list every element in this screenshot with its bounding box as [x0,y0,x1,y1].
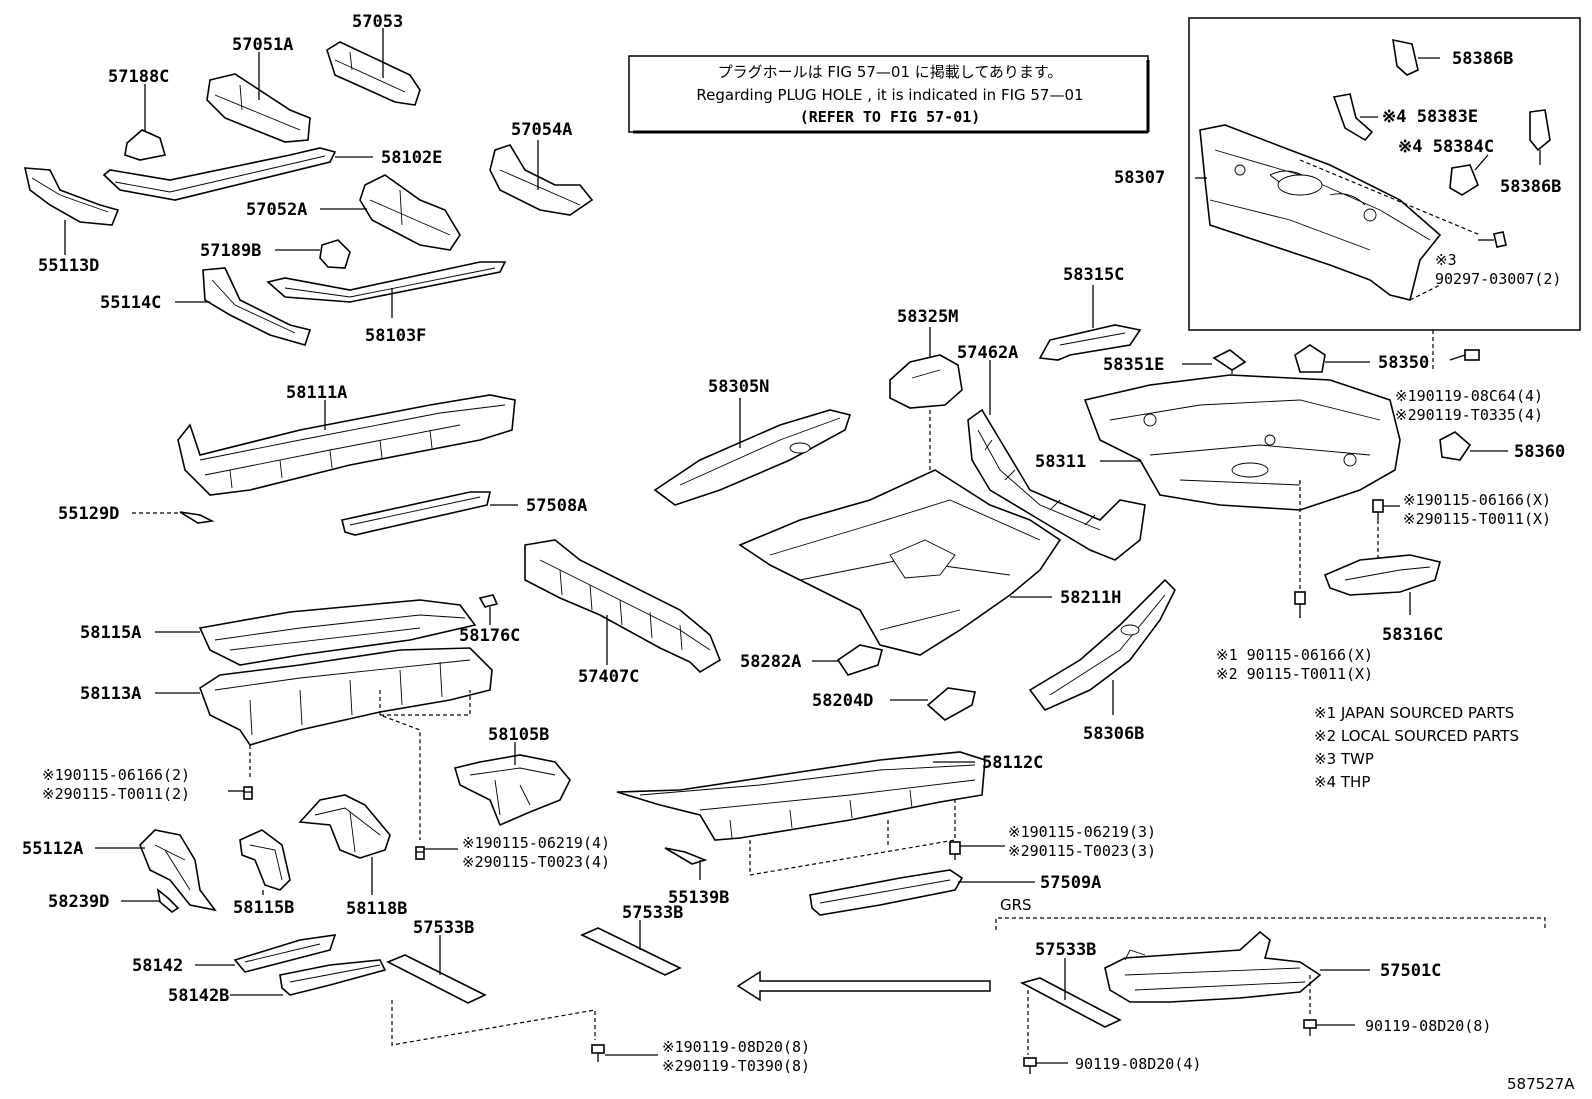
label-58316C: 58316C [1382,625,1443,645]
legend-2: ※2 LOCAL SOURCED PARTS [1314,727,1519,745]
label-55139B: 55139B [668,888,729,908]
bolt-icon [1303,1019,1317,1036]
fastener-f2b: ※290119-T0335(4) [1395,406,1543,424]
label-58386B-bottom: 58386B [1500,177,1561,197]
label-58360: 58360 [1514,442,1565,462]
fastener-f8a: ※190119-08D20(8) [662,1038,810,1056]
fastener-f6a: ※190115-06219(4) [462,834,610,852]
label-58384C: ※4 58384C [1398,137,1494,157]
center-floor-group: 58305N 58325M 57462A 58315C 58351E 58350 [616,265,1565,916]
label-58115B: 58115B [233,898,294,918]
fastener-f2a: ※190119-08C64(4) [1395,387,1543,405]
label-58386B-top: 58386B [1452,49,1513,69]
fastener-f3a: ※190115-06166(X) [1403,491,1551,509]
legend-3: ※3 TWP [1314,750,1374,768]
fastener-f10: 90119-08D20(8) [1365,1017,1491,1035]
label-58142B: 58142B [168,986,229,1006]
fastener-f5a: ※190115-06166(2) [42,766,190,784]
fastener-f4a: ※1 90115-06166(X) [1216,646,1373,664]
label-57054A: 57054A [511,120,572,140]
label-58350: 58350 [1378,353,1429,373]
bolt-icon [243,786,253,800]
bolt-icon [1372,499,1384,520]
label-57052A: 57052A [246,200,307,220]
legend-4: ※4 THP [1314,773,1370,791]
label-58211H: 58211H [1060,588,1121,608]
label-58305N: 58305N [708,377,769,397]
label-57053: 57053 [352,12,403,32]
label-58351E: 58351E [1103,355,1164,375]
label-58204D: 58204D [812,691,873,711]
label-55129D: 55129D [58,504,119,524]
label-58118B: 58118B [346,899,407,919]
notice-line3: (REFER TO FIG 57-01) [800,108,981,126]
fastener-f5b: ※290115-T0011(2) [42,785,190,803]
label-58311: 58311 [1035,452,1086,472]
label-58176C: 58176C [459,626,520,646]
front-floor-group: 58111A 55129D 57508A 58115A 58176C 58113… [22,383,810,1075]
label-58325M: 58325M [897,307,958,327]
notice-line1: プラグホールは FIG 57—01 に掲載してあります。 [718,63,1063,81]
label-57533B-left: 57533B [413,918,474,938]
label-55114C: 55114C [100,293,161,313]
fastener-f3b: ※290115-T0011(X) [1403,510,1551,528]
label-58383E: ※4 58383E [1382,107,1478,127]
notice-line2: Regarding PLUG HOLE , it is indicated in… [696,86,1083,104]
fastener-f4b: ※2 90115-T0011(X) [1216,665,1373,683]
legend-1: ※1 JAPAN SOURCED PARTS [1314,704,1514,722]
arrow-left-icon [736,970,991,1002]
label-58307: 58307 [1114,168,1165,188]
label-57189B: 57189B [200,241,261,261]
label-grs: GRS [1000,896,1032,914]
label-58112C: 58112C [982,753,1043,773]
fastener-f9: 90119-08D20(4) [1075,1055,1201,1073]
bolt-icon [1023,1057,1037,1074]
label-58282A: 58282A [740,652,801,672]
label-58111A: 58111A [286,383,347,403]
rear-panel-inset: 58386B ※4 58383E ※4 58384C 58386B 58307 … [1114,17,1581,331]
label-58306B: 58306B [1083,724,1144,744]
label-55112A: 55112A [22,839,83,859]
bolt-icon [415,846,425,860]
fastener-f1b: 90297-03007(2) [1435,270,1561,288]
bolt-icon [591,1044,605,1062]
label-58315C: 58315C [1063,265,1124,285]
label-58115A: 58115A [80,623,141,643]
label-57407C: 57407C [578,667,639,687]
footnote-legend: ※1 JAPAN SOURCED PARTS ※2 LOCAL SOURCED … [1314,704,1519,791]
bolt-icon [949,841,961,860]
bolt-icon [1294,591,1306,618]
label-57188C: 57188C [108,67,169,87]
label-55113D: 55113D [38,256,99,276]
label-58103F: 58103F [365,326,426,346]
label-57508A: 57508A [526,496,587,516]
grs-group: GRS 57533B 57501C 90119-08D20(4) 90119- [736,896,1546,1074]
label-58102E: 58102E [381,148,442,168]
label-58113A: 58113A [80,684,141,704]
fastener-f1a: ※3 [1435,251,1457,269]
label-57462A: 57462A [957,343,1018,363]
label-58105B: 58105B [488,725,549,745]
label-57533B-center: 57533B [622,903,683,923]
fastener-f6b: ※290115-T0023(4) [462,853,610,871]
label-57051A: 57051A [232,35,293,55]
label-57501C: 57501C [1380,961,1441,981]
label-58142: 58142 [132,956,183,976]
label-57533B-right: 57533B [1035,940,1096,960]
bolt-icon [1449,349,1480,361]
crossmember-group: 57053 57051A 57188C 58102E 57054A 57052A… [23,12,594,346]
fastener-f8b: ※290119-T0390(8) [662,1057,810,1075]
label-58239D: 58239D [48,892,109,912]
label-57509A: 57509A [1040,873,1101,893]
fastener-f7b: ※290115-T0023(3) [1008,842,1156,860]
figure-number: 587527A [1507,1075,1575,1093]
fastener-f7a: ※190115-06219(3) [1008,823,1156,841]
plug-hole-notice: プラグホールは FIG 57—01 に掲載してあります。 Regarding P… [628,55,1150,134]
